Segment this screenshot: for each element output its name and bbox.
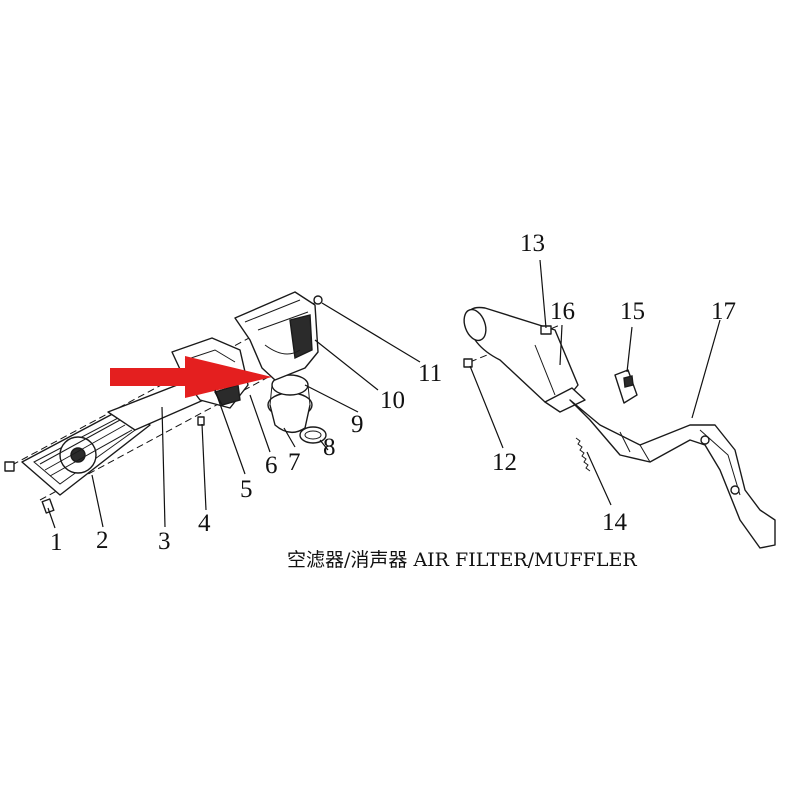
callout-17: 17 xyxy=(711,298,736,325)
leader-lines xyxy=(47,259,721,529)
clamp-bracket-part xyxy=(614,369,638,404)
callout-9: 9 xyxy=(351,411,364,438)
air-filter-assembly xyxy=(4,291,327,514)
nut-part xyxy=(313,295,323,305)
callout-14: 14 xyxy=(602,509,628,536)
callout-8: 8 xyxy=(323,434,336,461)
callout-1: 1 xyxy=(50,529,63,556)
screw-part xyxy=(197,416,205,426)
callout-4: 4 xyxy=(198,510,211,537)
pointer-arrow xyxy=(110,356,272,398)
clamp-part xyxy=(299,426,327,444)
muffler-assembly xyxy=(463,306,776,549)
filter-cage-part xyxy=(21,409,151,496)
callout-13: 13 xyxy=(520,230,545,257)
callout-2: 2 xyxy=(96,527,109,554)
callout-7: 7 xyxy=(288,449,301,476)
header-pipe-part xyxy=(569,399,776,549)
spring-part xyxy=(575,437,591,472)
intake-boot-part xyxy=(267,374,327,444)
callout-15: 15 xyxy=(620,298,645,325)
callout-6: 6 xyxy=(265,452,278,479)
callout-labels: 1 2 3 4 5 6 7 8 9 10 11 12 13 14 15 16 1… xyxy=(50,230,736,556)
callout-12: 12 xyxy=(492,449,517,476)
bolt-part xyxy=(4,461,55,514)
muffler-part xyxy=(463,306,586,413)
callout-10: 10 xyxy=(380,387,405,414)
callout-11: 11 xyxy=(418,360,442,387)
diagram-caption: 空滤器/消声器 AIR FILTER/MUFFLER xyxy=(287,549,637,571)
callout-3: 3 xyxy=(158,528,171,555)
callout-5: 5 xyxy=(240,476,253,503)
callout-16: 16 xyxy=(550,298,575,325)
bolt-part xyxy=(463,358,473,368)
airbox-housing-part xyxy=(234,291,319,381)
